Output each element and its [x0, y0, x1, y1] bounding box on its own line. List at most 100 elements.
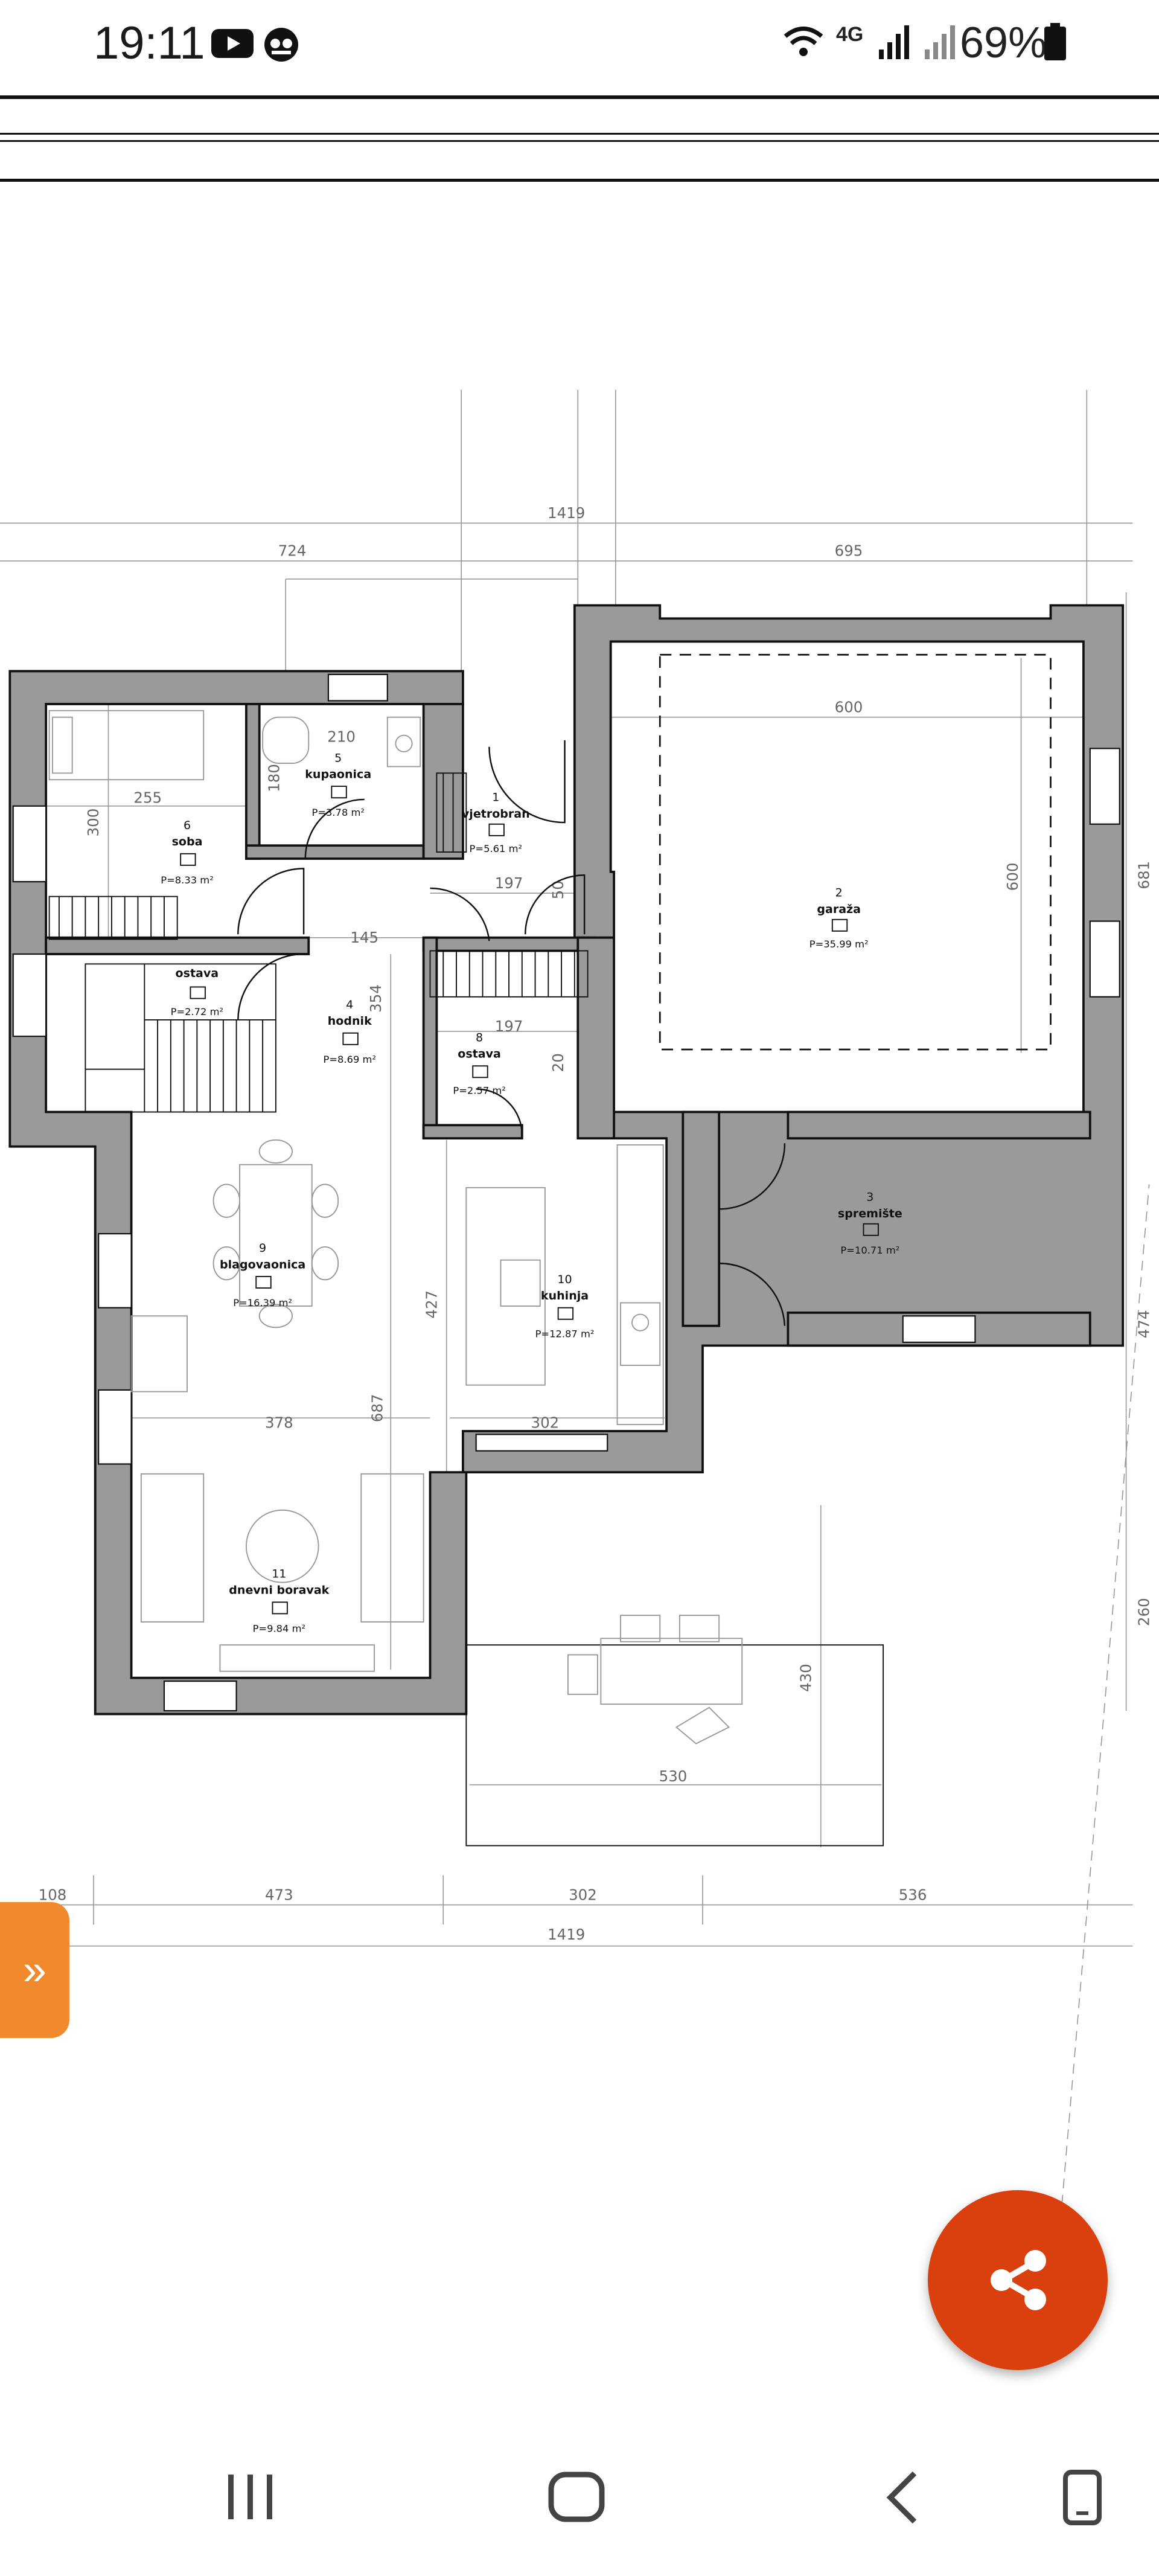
svg-text:3: 3	[866, 1191, 873, 1204]
svg-text:ostava: ostava	[176, 967, 219, 980]
dim-vjet-width: 197	[495, 874, 523, 892]
dim-living-height: 687	[369, 1394, 386, 1422]
room-3-label: 3 spremište P=10.71 m²	[838, 1191, 902, 1256]
svg-text:4: 4	[346, 998, 353, 1011]
dim-soba-width: 255	[133, 789, 162, 806]
room-5-label: 5 kupaonica P=3.78 m²	[305, 751, 371, 818]
dim-small-50: 50	[549, 880, 567, 899]
dim-garage-height: 600	[1004, 863, 1021, 891]
header-double-line	[0, 140, 1159, 142]
staircase	[48, 772, 589, 1113]
dim-top-total: 1419	[548, 504, 585, 522]
dim-top-left: 724	[278, 542, 307, 560]
battery-percent: 69%	[960, 19, 1047, 67]
svg-text:11: 11	[272, 1567, 286, 1580]
header-double-line	[0, 133, 1159, 135]
svg-text:P=5.61 m²: P=5.61 m²	[470, 843, 522, 854]
svg-text:1: 1	[492, 791, 499, 804]
battery-icon	[1044, 23, 1066, 60]
room-6-label: 6 soba P=8.33 m²	[161, 819, 213, 886]
dimension-labels: 1419 724 695 600 600 210 180 255 300 197…	[39, 504, 1153, 1943]
svg-text:soba: soba	[172, 835, 203, 848]
dim-right-260: 260	[1135, 1598, 1153, 1626]
dim-bath-width: 210	[327, 728, 356, 746]
svg-text:P=2.57 m²: P=2.57 m²	[453, 1085, 505, 1097]
svg-text:5: 5	[334, 751, 342, 764]
room-8-label: 8 ostava P=2.57 m²	[453, 1031, 505, 1096]
double-chevron-icon: »	[23, 1946, 46, 1993]
back-icon[interactable]	[881, 2469, 924, 2526]
svg-text:kuhinja: kuhinja	[541, 1289, 589, 1302]
dim-small-20: 20	[549, 1053, 567, 1072]
share-button[interactable]	[928, 2190, 1108, 2370]
svg-text:9: 9	[259, 1242, 266, 1255]
share-icon	[991, 2250, 1046, 2310]
svg-text:P=12.87 m²: P=12.87 m²	[535, 1328, 595, 1340]
dim-bottom-473: 473	[265, 1886, 293, 1903]
svg-text:P=9.84 m²: P=9.84 m²	[253, 1623, 305, 1634]
dim-terrace-width: 530	[659, 1767, 688, 1785]
dim-bottom-108: 108	[39, 1886, 67, 1903]
svg-text:spremište: spremište	[838, 1207, 902, 1220]
recent-apps-icon[interactable]	[223, 2470, 278, 2524]
dim-hall-height: 354	[367, 984, 385, 1013]
dim-kitchen-height: 427	[423, 1290, 440, 1319]
svg-text:P=16.39 m²: P=16.39 m²	[233, 1297, 292, 1309]
dim-terrace-height: 430	[797, 1664, 814, 1692]
dim-bottom-total: 1419	[548, 1926, 585, 1943]
dim-ostava8-width: 197	[495, 1017, 523, 1035]
svg-text:P=3.78 m²: P=3.78 m²	[311, 807, 364, 818]
dim-kitchen-width: 302	[531, 1414, 560, 1432]
svg-text:blagovaonica: blagovaonica	[220, 1258, 305, 1271]
top-border-line	[0, 95, 1159, 99]
dim-bath-height: 180	[265, 764, 283, 792]
dim-right-681: 681	[1135, 861, 1153, 889]
room-1-label: 1 vjetrobran P=5.61 m²	[462, 791, 530, 854]
svg-text:P=10.71 m²: P=10.71 m²	[840, 1245, 899, 1256]
signal-icon	[879, 25, 955, 59]
dim-bottom-536: 536	[899, 1886, 927, 1903]
svg-text:6: 6	[184, 819, 191, 832]
wifi-icon	[784, 27, 823, 56]
youtube-icon	[211, 29, 254, 58]
header-bottom-line	[0, 179, 1159, 182]
status-bar: 19:11 4G 69%	[0, 0, 1159, 91]
room-4-label: 4 hodnik P=8.69 m²	[324, 998, 376, 1065]
room-11-label: 11 dnevni boravak P=9.84 m²	[229, 1567, 330, 1634]
svg-text:kupaonica: kupaonica	[305, 768, 371, 781]
status-time: 19:11	[94, 18, 205, 69]
navigation-bar	[0, 2415, 1159, 2576]
svg-text:8: 8	[476, 1031, 483, 1044]
svg-text:hodnik: hodnik	[328, 1014, 372, 1028]
room-9-label: 9 blagovaonica P=16.39 m²	[220, 1242, 305, 1309]
dim-top-right: 695	[835, 542, 863, 560]
rotate-icon[interactable]	[1059, 2469, 1108, 2526]
room-labels: 1 vjetrobran P=5.61 m² 2 garaža P=35.99 …	[161, 751, 902, 1634]
dim-dining-width: 378	[265, 1414, 293, 1432]
svg-text:10: 10	[557, 1273, 572, 1286]
dim-hall-width: 145	[350, 929, 378, 946]
dim-bottom-302: 302	[569, 1886, 597, 1903]
room-10-label: 10 kuhinja P=12.87 m²	[535, 1273, 595, 1340]
svg-text:P=8.69 m²: P=8.69 m²	[324, 1054, 376, 1065]
room-2-label: 2 garaža P=35.99 m²	[809, 886, 869, 950]
svg-text:P=8.33 m²: P=8.33 m²	[161, 874, 213, 886]
side-panel-toggle-button[interactable]: »	[0, 1902, 69, 2038]
furniture	[48, 710, 884, 1847]
room-7-label: ostava P=2.72 m²	[171, 967, 223, 1017]
svg-text:dnevni boravak: dnevni boravak	[229, 1584, 330, 1597]
windows	[12, 673, 1120, 1712]
walls	[8, 604, 1125, 1716]
network-type: 4G	[836, 23, 864, 46]
dim-soba-height: 300	[85, 809, 102, 837]
dim-right-474: 474	[1135, 1310, 1153, 1339]
svg-text:ostava: ostava	[458, 1048, 501, 1061]
dim-garage-width: 600	[835, 699, 863, 716]
svg-text:vjetrobran: vjetrobran	[462, 807, 530, 821]
doors	[237, 740, 786, 1326]
home-icon[interactable]	[546, 2470, 607, 2524]
svg-text:garaža: garaža	[817, 903, 861, 916]
notification-icon	[264, 28, 298, 62]
svg-text:P=35.99 m²: P=35.99 m²	[809, 938, 869, 950]
